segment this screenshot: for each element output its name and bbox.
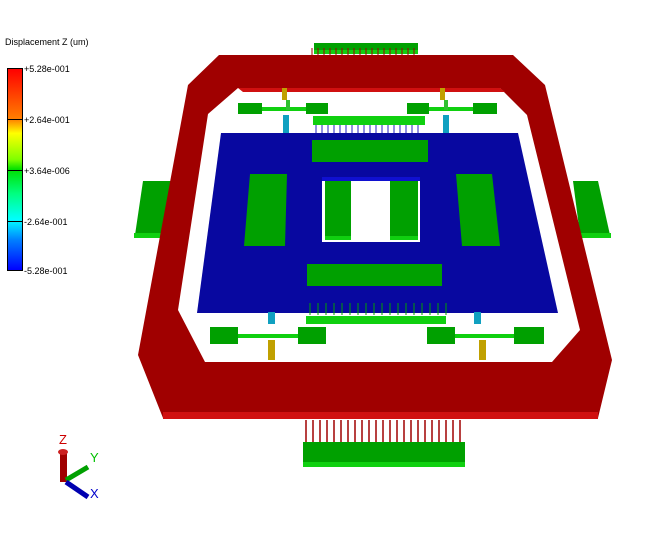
colorbar-tick [7,170,23,171]
legend-zero-label: +3.64e-006 [24,166,70,176]
proof-mass-pads [244,140,500,286]
axis-z-label: Z [59,432,67,447]
upper-suspension [238,88,497,133]
top-comb-pad [311,43,418,56]
bottom-comb-pad [303,420,465,467]
legend-min-label: -5.28e-001 [24,266,68,276]
axis-y-label: Y [90,450,99,465]
axis-x-label: X [90,486,99,501]
axis-triad-icon [58,449,90,500]
legend-high-label: +2.64e-001 [24,115,70,125]
outer-frame [138,55,612,419]
legend-max-label: +5.28e-001 [24,64,70,74]
right-anchor-pad [573,181,611,238]
lower-suspension [210,303,544,360]
color-bar [7,68,23,271]
legend-low-label: -2.64e-001 [24,217,68,227]
colorbar-tick [7,119,23,120]
legend-title: Displacement Z (um) [5,37,89,47]
colorbar-tick [7,221,23,222]
